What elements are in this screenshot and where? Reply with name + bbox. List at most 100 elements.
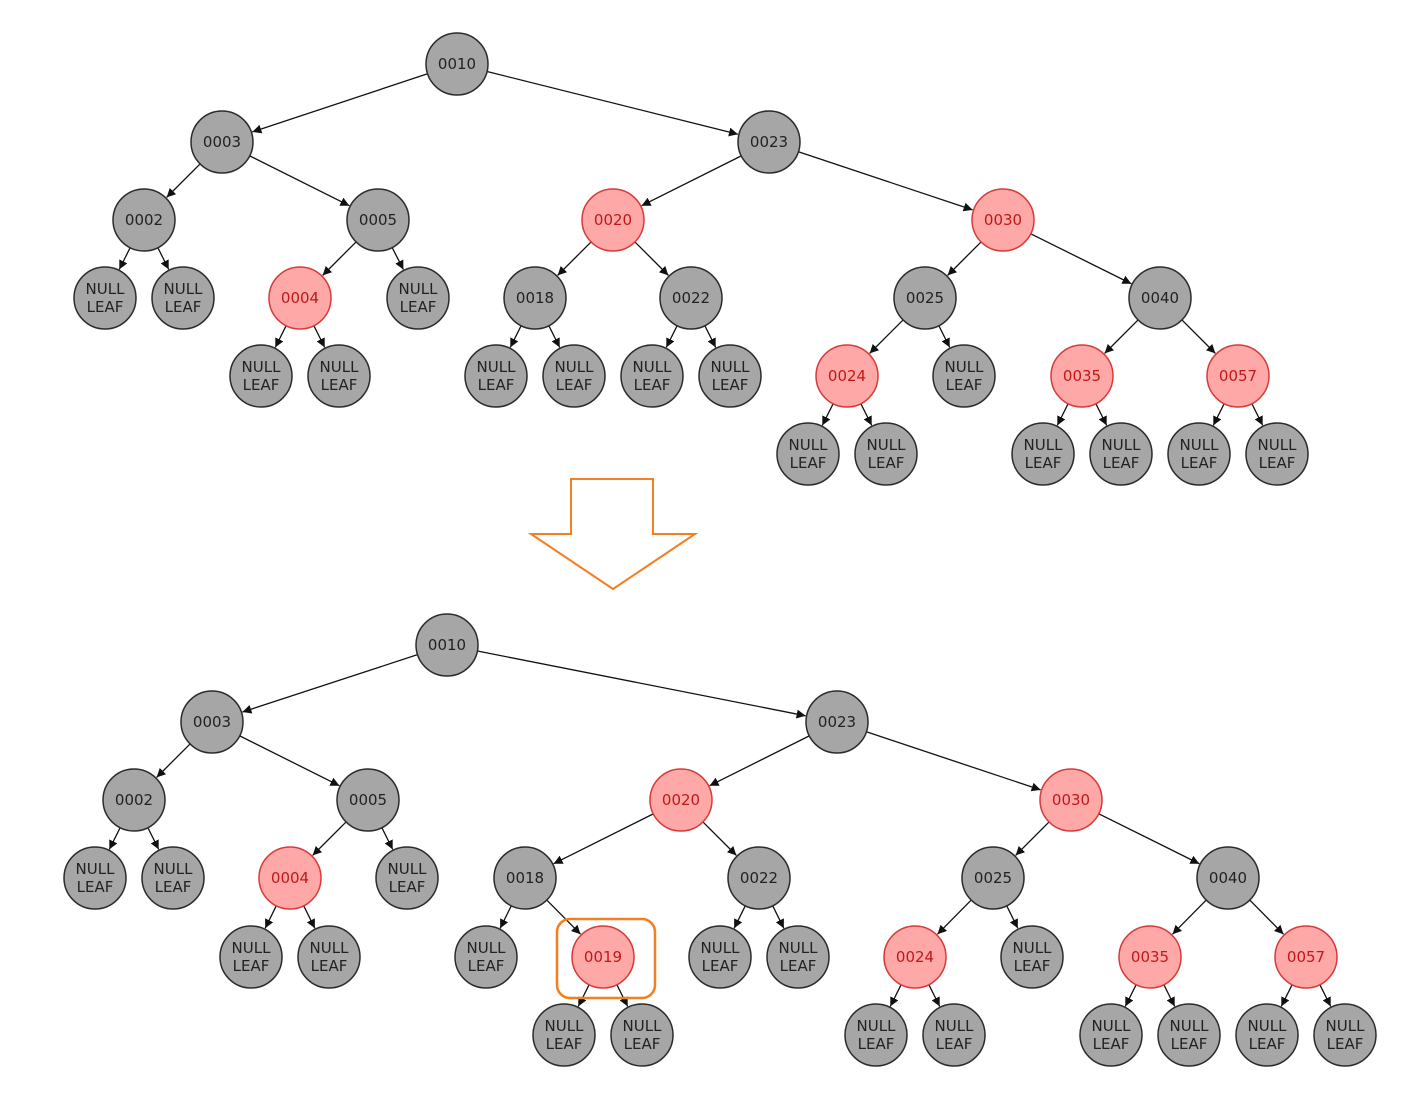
black-node: 0025	[961, 846, 1025, 910]
edge-arrow	[486, 70, 739, 137]
node-circle	[180, 690, 244, 754]
inserted-node-highlight	[555, 917, 657, 1000]
node-circle	[1079, 1003, 1143, 1067]
edge-arrow	[1181, 319, 1216, 354]
edge-arrow	[1124, 984, 1137, 1007]
node-circle	[307, 344, 371, 408]
black-node: 0025	[893, 266, 957, 330]
edge-arrow	[157, 247, 170, 270]
black-node: 0018	[493, 846, 557, 910]
edge-arrow	[928, 984, 941, 1007]
node-circle	[766, 925, 830, 989]
red-node: 0057	[1274, 925, 1338, 989]
node-label: 0004	[271, 869, 309, 887]
edge-arrow	[866, 731, 1041, 792]
node-circle	[141, 846, 205, 910]
red-node: 0035	[1118, 925, 1182, 989]
node-circle	[922, 1003, 986, 1067]
edge-arrow	[546, 899, 581, 935]
node-label: 0035	[1063, 367, 1101, 385]
black-node: 0023	[805, 690, 869, 754]
black-node: 0018	[503, 266, 567, 330]
black-node: 0040	[1196, 846, 1260, 910]
node-circle	[1235, 1003, 1299, 1067]
black-node: 0003	[180, 690, 244, 754]
edge-arrow	[118, 247, 131, 270]
node-label: 0005	[359, 211, 397, 229]
edge-arrow	[641, 155, 742, 207]
red-node: 0020	[581, 188, 645, 252]
node-circle	[688, 925, 752, 989]
edge-arrow	[947, 241, 982, 276]
node-circle	[229, 344, 293, 408]
node-circle	[425, 32, 489, 96]
edge-arrow	[166, 163, 201, 198]
black-node: 0002	[102, 768, 166, 832]
black-node: 0002	[112, 188, 176, 252]
node-circle	[112, 188, 176, 252]
node-circle	[1313, 1003, 1377, 1067]
node-label: 0023	[750, 133, 788, 151]
node-label: 0010	[438, 55, 476, 73]
node-circle	[102, 768, 166, 832]
transition-arrow-icon	[527, 478, 699, 591]
node-label: 0019	[584, 948, 622, 966]
node-circle	[581, 188, 645, 252]
node-circle	[532, 1003, 596, 1067]
node-label: 0040	[1141, 289, 1179, 307]
node-circle	[464, 344, 528, 408]
edge-arrow	[1056, 403, 1069, 426]
edge-arrow	[665, 325, 678, 348]
node-label: 0003	[203, 133, 241, 151]
node-label: 0010	[428, 636, 466, 654]
node-label: 0057	[1287, 948, 1325, 966]
node-circle	[610, 1003, 674, 1067]
red-node: 0035	[1050, 344, 1114, 408]
edge-arrow	[239, 735, 340, 787]
node-circle	[1128, 266, 1192, 330]
node-circle	[1050, 344, 1114, 408]
edge-arrow	[1251, 403, 1264, 426]
node-label: 0005	[349, 791, 387, 809]
node-label: 0004	[281, 289, 319, 307]
edge-arrow	[313, 325, 326, 348]
black-node: 0040	[1128, 266, 1192, 330]
node-label: 0024	[828, 367, 866, 385]
edge-arrow	[1319, 984, 1332, 1007]
node-circle	[454, 925, 518, 989]
black-node: 0022	[727, 846, 791, 910]
edge-arrow	[772, 905, 785, 929]
node-label: 0020	[594, 211, 632, 229]
node-circle	[1039, 768, 1103, 832]
node-circle	[776, 422, 840, 486]
edge-arrow	[1015, 821, 1050, 856]
red-node: 0030	[971, 188, 1035, 252]
node-circle	[659, 266, 723, 330]
node-circle	[375, 846, 439, 910]
